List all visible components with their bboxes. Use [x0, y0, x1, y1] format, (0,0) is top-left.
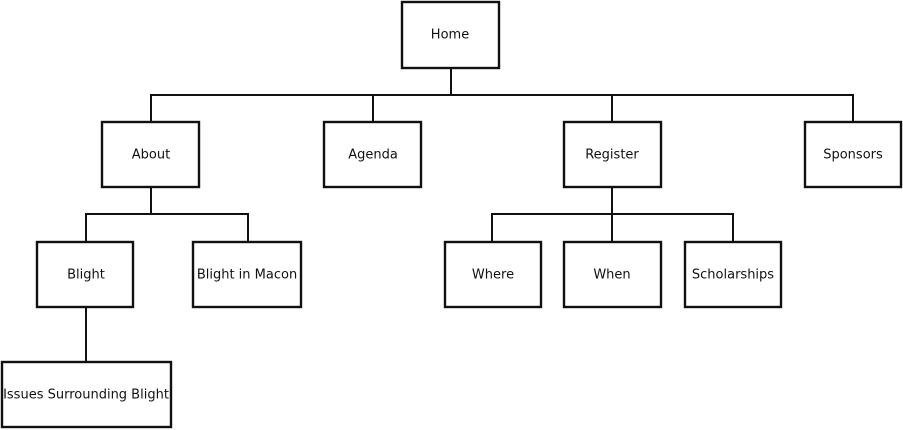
node-home[interactable]: Home	[400, 0, 501, 70]
node-when-label: When	[593, 268, 630, 283]
node-blight-in-macon-box	[191, 240, 303, 309]
node-issues-surrounding-blight[interactable]: Issues Surrounding Blight	[0, 360, 173, 429]
node-register-label: Register	[585, 148, 639, 163]
node-where-box	[443, 240, 543, 309]
node-scholarships[interactable]: Scholarships	[683, 240, 783, 309]
node-where[interactable]: Where	[443, 240, 543, 309]
node-blight-label: Blight	[67, 268, 105, 283]
node-sponsors-box	[803, 120, 903, 189]
node-agenda-box	[322, 120, 423, 189]
node-home-box	[400, 0, 501, 70]
node-about[interactable]: About	[100, 120, 201, 189]
node-scholarships-label: Scholarships	[692, 268, 774, 283]
connector-register-children	[491, 187, 734, 243]
node-blight-in-macon[interactable]: Blight in Macon	[191, 240, 303, 309]
node-issues-surrounding-blight-label: Issues Surrounding Blight	[3, 388, 169, 403]
node-about-box	[100, 120, 201, 189]
node-when-box	[562, 240, 663, 309]
connector-about-children	[85, 187, 249, 243]
node-issues-surrounding-blight-box	[0, 360, 173, 429]
node-scholarships-box	[683, 240, 783, 309]
node-where-label: Where	[472, 268, 514, 283]
node-register-box	[562, 120, 663, 189]
node-agenda-label: Agenda	[348, 148, 398, 163]
connector-home-to-level1	[150, 68, 854, 123]
node-blight-in-macon-label: Blight in Macon	[197, 268, 297, 283]
node-when[interactable]: When	[562, 240, 663, 309]
node-blight-box	[35, 240, 135, 309]
node-sponsors-label: Sponsors	[823, 148, 883, 163]
node-agenda[interactable]: Agenda	[322, 120, 423, 189]
node-about-label: About	[132, 148, 170, 163]
node-blight[interactable]: Blight	[35, 240, 135, 309]
node-home-label: Home	[431, 28, 469, 43]
node-sponsors[interactable]: Sponsors	[803, 120, 903, 189]
connector-group	[85, 68, 854, 363]
node-register[interactable]: Register	[562, 120, 663, 189]
